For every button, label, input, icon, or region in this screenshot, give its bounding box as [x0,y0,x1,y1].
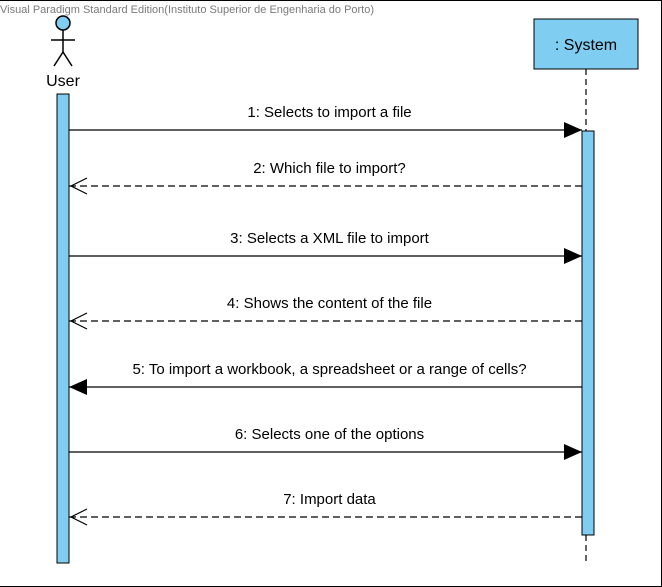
message-label: 3: Selects a XML file to import [230,230,430,247]
message-3: 3: Selects a XML file to import [69,230,582,264]
message-4: 4: Shows the content of the file [69,295,582,330]
arrowhead-open [69,177,88,195]
message-2: 2: Which file to import? [69,160,582,195]
message-1: 1: Selects to import a file [69,104,582,138]
arrowhead-filled [564,122,582,138]
messages: 1: Selects to import a file 2: Which file… [69,104,582,526]
system-label: : System [555,37,617,54]
actor-leg-left [53,51,64,67]
system-box [533,18,639,70]
message-label: 2: Which file to import? [253,160,406,177]
system-activation-bar [581,130,595,536]
message-7: 7: Import data [69,491,582,526]
message-label: 4: Shows the content of the file [227,295,432,312]
arrowhead-open [69,312,88,330]
actor-label: User [46,73,80,90]
message-label: 5: To import a workbook, a spreadsheet o… [132,361,526,378]
actor-user: User [46,15,81,90]
arrowhead-filled [564,248,582,264]
message-5: 5: To import a workbook, a spreadsheet o… [69,361,582,395]
actor-head [55,15,71,31]
message-label: 1: Selects to import a file [247,104,411,121]
lifeline-system: : System [533,18,639,562]
watermark-text: Visual Paradigm Standard Edition(Institu… [0,4,375,16]
message-label: 7: Import data [283,491,376,508]
arrowhead-filled [69,379,87,395]
message-6: 6: Selects one of the options [69,426,582,460]
user-activation-bar [56,93,70,564]
actor-leg-right [62,51,73,67]
message-label: 6: Selects one of the options [235,426,424,443]
arrowhead-open [69,508,88,526]
arrowhead-filled [564,444,582,460]
